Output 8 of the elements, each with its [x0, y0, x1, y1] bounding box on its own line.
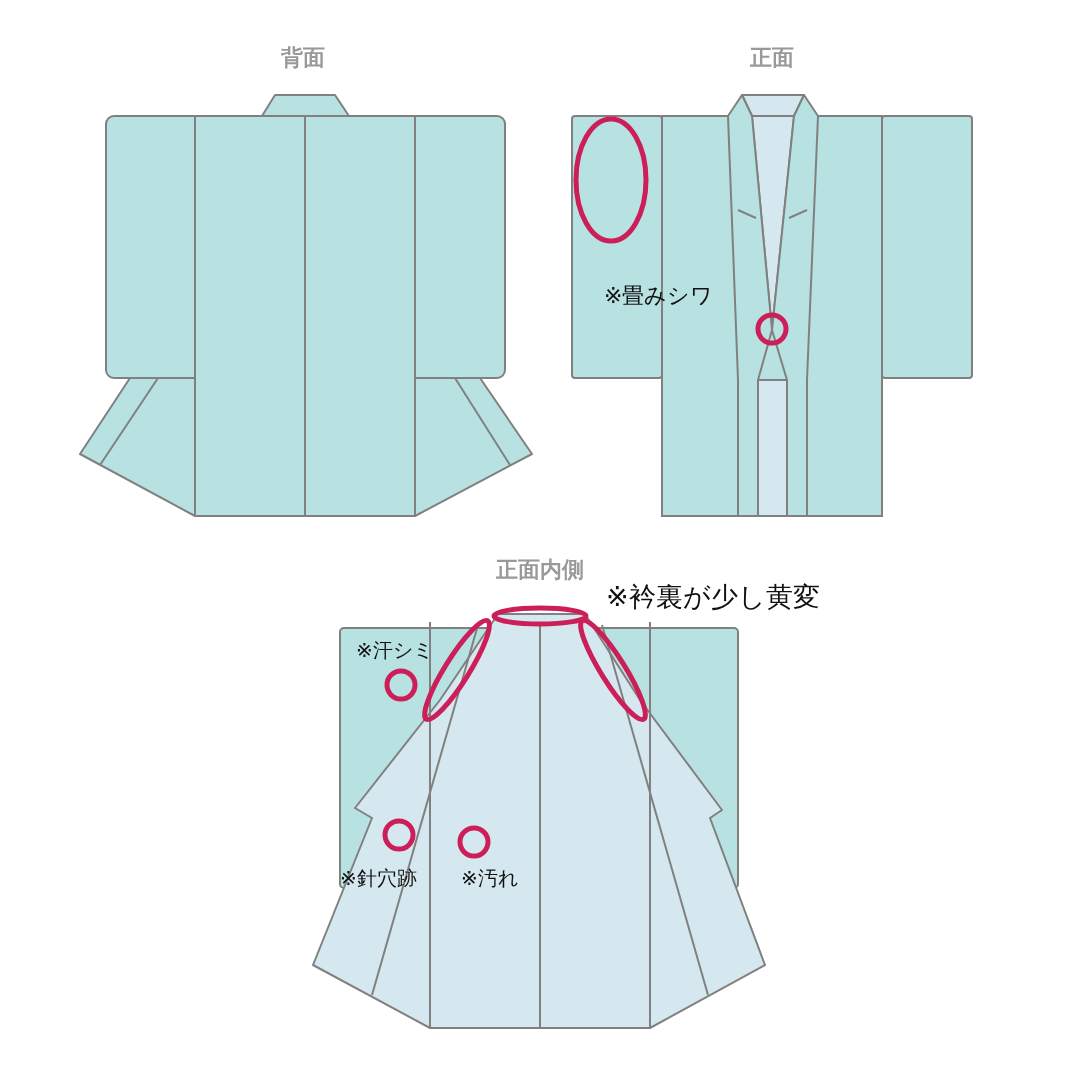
damage-note: ※衿裏が少し黄変: [606, 581, 820, 613]
damage-note: ※汗シミ: [356, 639, 433, 662]
damage-note: ※針穴跡: [340, 867, 417, 890]
view-title: 背面: [281, 45, 325, 71]
damage-note: ※畳みシワ: [604, 283, 714, 309]
damage-note: ※汚れ: [461, 867, 518, 890]
view-title: 正面内側: [496, 557, 584, 583]
view-title: 正面: [750, 45, 794, 71]
